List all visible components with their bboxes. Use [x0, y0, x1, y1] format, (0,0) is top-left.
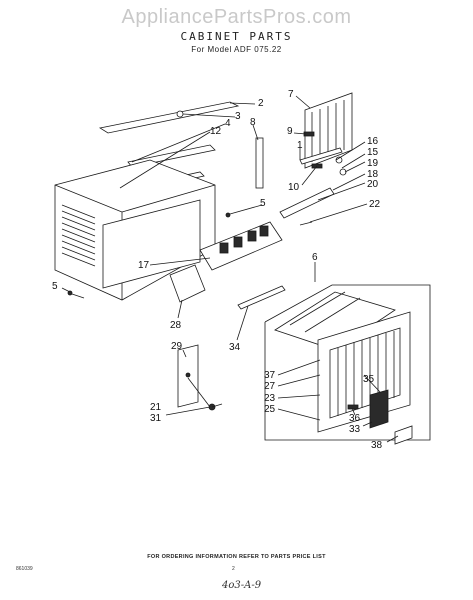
callout-15: 15: [367, 147, 379, 158]
document-code: 861039: [16, 566, 33, 572]
callout-37: 37: [264, 370, 276, 381]
access-door: [369, 389, 389, 429]
motor-mount: [169, 264, 206, 303]
callout-36: 36: [349, 413, 361, 424]
callout-1: 1: [297, 140, 303, 151]
callout-34: 34: [229, 342, 241, 353]
callout-33: 33: [349, 424, 361, 435]
handwritten-note: 4o3-A-9: [222, 580, 262, 591]
callout-7: 7: [288, 89, 294, 100]
callout-28: 28: [170, 320, 182, 331]
callout-18: 18: [367, 169, 379, 180]
callout-9: 9: [287, 126, 293, 137]
callout-2: 2: [258, 98, 264, 109]
callout-35: 35: [363, 374, 375, 385]
callout-6: 6: [312, 252, 318, 263]
callout-numbers: 2 3 4 12 7 8 9 1 16 15 19 18 20 10 5 22 …: [52, 89, 383, 451]
callout-5-center: 5: [260, 198, 266, 209]
screw-5: [71, 293, 85, 299]
callout-27: 27: [264, 381, 276, 392]
callout-10: 10: [288, 182, 300, 193]
ordering-footer: FOR ORDERING INFORMATION REFER TO PARTS …: [147, 554, 326, 560]
callout-8: 8: [250, 117, 256, 128]
page-number: 2: [232, 566, 235, 572]
callout-25: 25: [264, 404, 276, 415]
leader-lines: [61, 95, 399, 443]
label-38: [394, 425, 413, 445]
callout-19: 19: [367, 158, 379, 169]
grille-group-outline: [264, 284, 431, 441]
bracket-1: [299, 147, 343, 165]
seal-strip: [237, 285, 286, 310]
screw-3: [176, 110, 184, 118]
page-title: CABINET PARTS: [180, 30, 293, 43]
clip-36: [347, 404, 359, 410]
callout-31: 31: [150, 413, 162, 424]
side-louvers: [61, 204, 96, 267]
watermark: AppliancePartsPros.com: [121, 6, 352, 28]
callout-21: 21: [150, 402, 162, 413]
model-subtitle: For Model ADF 075.22: [191, 45, 282, 54]
callout-23: 23: [264, 393, 276, 404]
callout-4: 4: [225, 118, 231, 129]
control-panel: [199, 221, 283, 271]
callout-22: 22: [369, 199, 381, 210]
callout-16: 16: [367, 136, 379, 147]
callout-3: 3: [235, 111, 241, 122]
filter-frame: [274, 291, 396, 351]
callout-20: 20: [367, 179, 379, 190]
callout-17: 17: [138, 260, 150, 271]
callout-38: 38: [371, 440, 383, 451]
callout-12: 12: [210, 126, 222, 137]
callout-5-left: 5: [52, 281, 58, 292]
callout-29: 29: [171, 341, 183, 352]
bracket-29: [177, 344, 223, 411]
vertical-post: [255, 137, 264, 189]
